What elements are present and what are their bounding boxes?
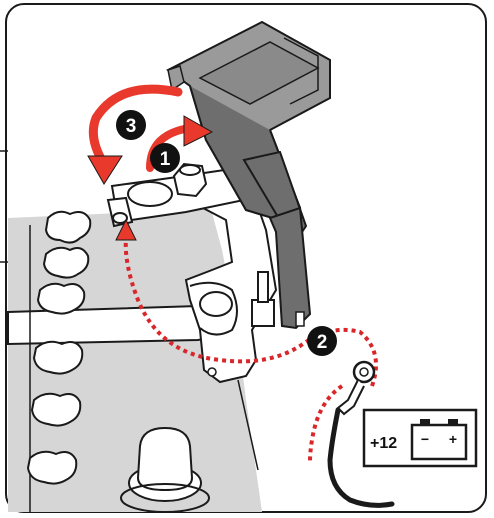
step1-arrowhead [183, 115, 214, 147]
bracket-ring [189, 281, 238, 336]
coil-knobs [26, 210, 92, 485]
terminal-clamp [106, 162, 246, 228]
ground-path [308, 384, 344, 463]
step-number-2: 2 [317, 332, 328, 353]
battery-positive-symbol: + [449, 431, 457, 447]
step-number-3: 3 [126, 116, 137, 137]
bracket-wire [237, 379, 259, 471]
step3-arrowhead [87, 155, 123, 185]
battery-icon: +12 − + [362, 408, 478, 468]
step-badge-3: 3 [116, 110, 146, 140]
bracket-bolt [207, 367, 217, 377]
step1-arrow [146, 124, 194, 172]
step-badge-2: 2 [307, 326, 337, 356]
step3-arrow [88, 84, 183, 169]
cover-strip [268, 206, 312, 330]
ring-terminal-icon [327, 360, 395, 508]
battery-voltage-label: +12 [370, 435, 397, 452]
step2-path [123, 237, 378, 387]
step-number-1: 1 [160, 149, 171, 170]
battery-negative-post [420, 419, 430, 425]
cover-latch [295, 311, 305, 327]
stud-bolt [251, 271, 275, 327]
reservoir-cap [120, 426, 210, 513]
battery-positive-post [448, 419, 458, 425]
battery-negative-symbol: − [421, 431, 429, 447]
battery-body [410, 423, 468, 461]
bracket-hole [199, 291, 233, 317]
engine-rod [7, 304, 216, 346]
step2-arrowhead [115, 218, 137, 241]
terminal-cover [166, 20, 331, 246]
step-badge-1: 1 [150, 143, 180, 173]
